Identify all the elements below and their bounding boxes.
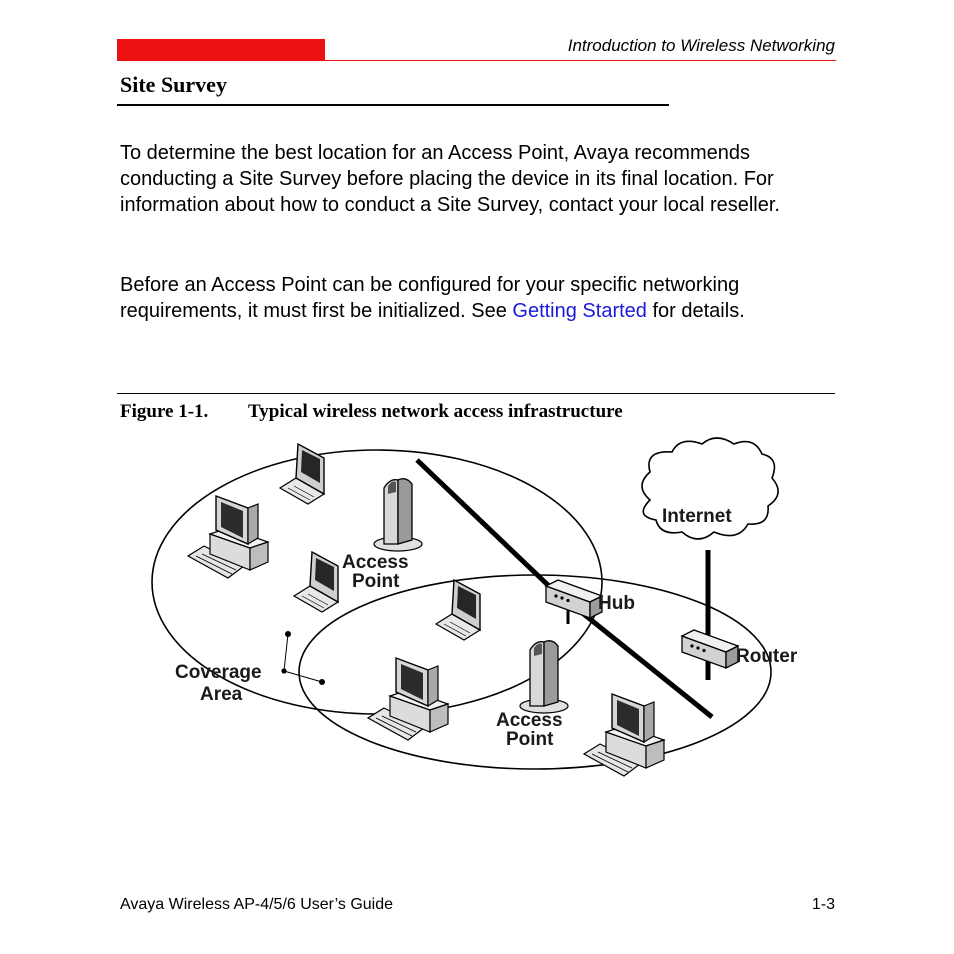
paragraph-site-survey: To determine the best location for an Ac… [120,142,780,216]
paragraph-text-before-link: Before an Access Point can be configured… [120,274,740,322]
paragraph-initialization: Before an Access Point can be configured… [120,272,840,324]
laptop-icon-2 [293,551,339,613]
getting-started-link[interactable]: Getting Started [512,300,647,322]
header-accent-bar [117,39,325,60]
hub-label: Hub [598,593,635,614]
access-point-1-label-line2: Point [352,571,400,592]
desktop-computer-icon-3 [583,693,665,777]
network-diagram: Internet Access Point Access Point Hub R… [151,437,798,777]
section-title: Site Survey [120,72,227,97]
laptop-icon-3 [435,579,481,641]
router-icon [681,629,739,669]
internet-cloud-icon [641,437,779,540]
section-rule [117,104,669,106]
footer-document-title: Avaya Wireless AP-4/5/6 User’s Guide [120,896,394,913]
chapter-title: Introduction to Wireless Networking [567,36,835,55]
figure-caption: Figure 1-1. Typical wireless network acce… [120,401,623,423]
coverage-area-label-line1: Coverage [175,662,262,683]
access-point-2-label-line1: Access [496,710,563,731]
desktop-computer-icon-1 [187,495,269,579]
access-point-1-icon [373,478,423,552]
figure-number: Figure 1-1. [120,401,209,422]
footer-page-number: 1-3 [811,896,835,913]
access-point-1-label-line1: Access [342,552,409,573]
access-point-2-label-line2: Point [506,729,554,750]
desktop-computer-icon-2 [367,657,449,741]
header-rule [117,60,836,61]
router-label: Router [736,646,798,667]
paragraph-text-after-link: for details. [646,300,745,322]
figure-title: Typical wireless network access infrastr… [248,401,623,422]
hub-icon [545,579,603,619]
laptop-icon-1 [279,443,325,505]
figure-rule [117,393,835,394]
internet-label: Internet [662,506,732,527]
access-point-2-icon [519,640,569,714]
coverage-area-pointer [281,631,325,685]
coverage-area-label-line2: Area [200,684,243,705]
